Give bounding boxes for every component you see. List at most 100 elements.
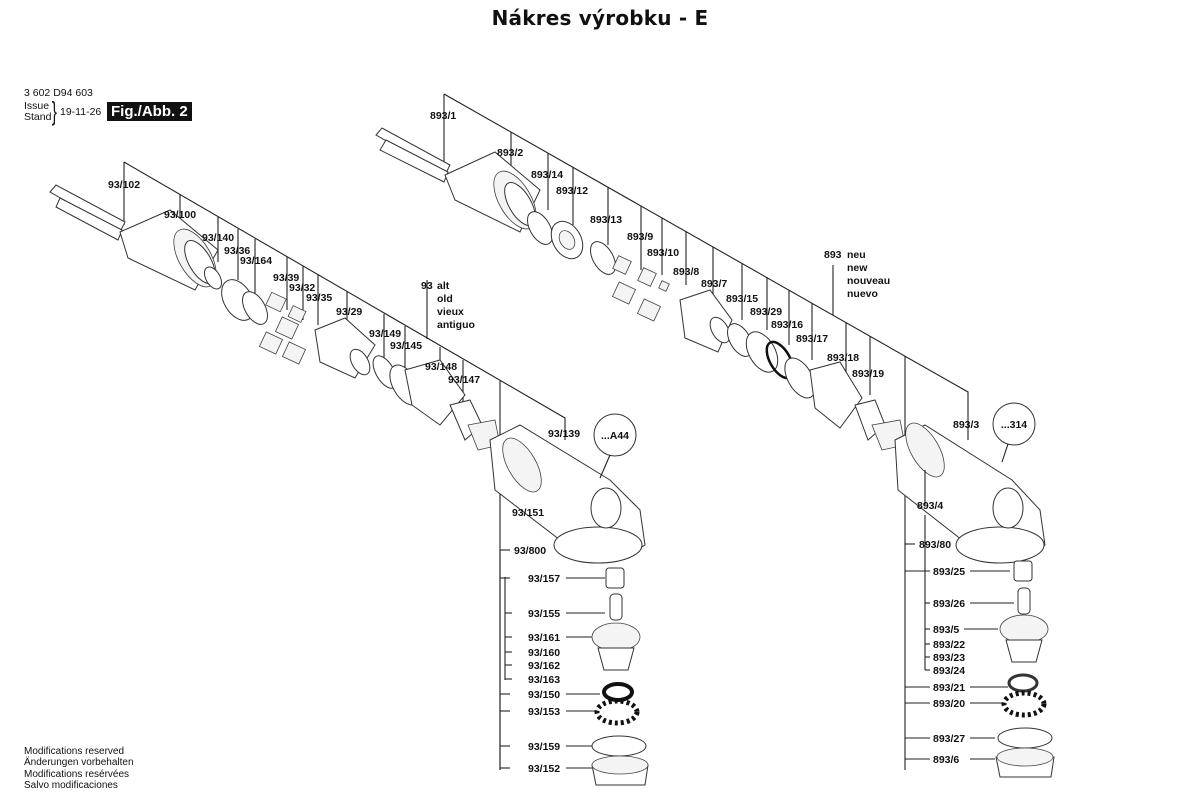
old-head-labels: 93/800 93/157 93/155 93/161 93/160 93/16…	[514, 545, 560, 775]
part-label: 93/155	[528, 608, 560, 620]
status-line: neu	[847, 249, 866, 261]
part-label: 93/140	[202, 232, 234, 244]
part-label: 93/32	[289, 282, 315, 294]
part-label: 93/102	[108, 179, 140, 191]
part-label: 893/13	[590, 214, 622, 226]
part-label: 893/6	[933, 754, 959, 766]
part-label: 893/2	[497, 147, 523, 159]
old-sleeve	[119, 209, 223, 291]
new-sleeve	[444, 151, 616, 275]
note-line: Modifications resérvées	[24, 768, 130, 780]
part-label: 893/5	[933, 624, 959, 636]
part-label: 893/20	[933, 698, 965, 710]
part-label: 893/17	[796, 333, 828, 345]
issue-date: 19-11-26	[60, 106, 102, 118]
status-line: alt	[437, 280, 450, 292]
new-gear-housing	[894, 422, 1046, 564]
modifications-note: Modifications reserved Änderungen vorbeh…	[24, 746, 134, 791]
part-label: 93/153	[528, 706, 560, 718]
part-label: 93/149	[369, 328, 401, 340]
part-label: 93/164	[240, 255, 272, 267]
part-label: 893/7	[701, 278, 727, 290]
old-callout-bubble: ...A44	[593, 413, 637, 479]
leader-line	[443, 93, 969, 440]
new-callout-bubble: ...314	[992, 402, 1036, 463]
new-assembly-label: 893 neu new nouveau nuevo	[824, 249, 890, 300]
status-line: old	[437, 293, 453, 305]
part-label: 93/159	[528, 741, 560, 753]
part-label: 893/9	[627, 231, 653, 243]
note-line: Salvo modificaciones	[24, 779, 118, 791]
issue-stand-labels: Issue Stand	[24, 101, 51, 123]
part-label: 893/80	[919, 539, 951, 551]
part-label: 93/152	[528, 763, 560, 775]
part-label: 893/23	[933, 652, 965, 664]
new-drive-shaft	[375, 127, 451, 183]
page-title: Nákres výrobku - E	[491, 6, 709, 30]
status-line: nuevo	[847, 288, 878, 300]
part-label: 893/15	[726, 293, 758, 305]
part-label: 93/157	[528, 573, 560, 585]
old-shaft-labels: 93/102 93/100 93/140 93/36 93/164 93/39 …	[108, 179, 580, 519]
part-label: 893/3	[953, 419, 979, 431]
stand-label: Stand	[24, 111, 52, 123]
old-drive-shaft	[49, 184, 126, 241]
status-line: nouveau	[847, 275, 890, 287]
old-spindle-parts	[372, 355, 501, 451]
status-line: antiguo	[437, 319, 475, 331]
part-label: 893/27	[933, 733, 965, 745]
note-line: Modifications reserved	[24, 746, 125, 757]
part-label: 93/100	[164, 209, 196, 221]
leader-line	[123, 161, 566, 440]
old-assembly-label: 93 alt old vieux antiguo	[421, 280, 475, 331]
part-label: 893/14	[531, 169, 563, 181]
assembly-number: 893	[824, 249, 842, 261]
part-label: 93/139	[548, 428, 580, 440]
part-label: 893/4	[917, 500, 943, 512]
part-label: 93/39	[273, 272, 299, 284]
part-label: 893/12	[556, 185, 588, 197]
part-label: 93/163	[528, 674, 560, 686]
assembly-new: ...314	[375, 93, 1055, 778]
part-label: 893/18	[827, 352, 859, 364]
part-label: 93/161	[528, 632, 560, 644]
old-planet-carrier	[314, 317, 376, 379]
callout-label: ...A44	[601, 430, 629, 442]
new-head-leaders	[905, 470, 1014, 760]
new-shaft-labels: 893/1 893/2 893/14 893/12 893/13 893/9 8…	[430, 110, 979, 512]
assembly-old: ...A44	[49, 161, 649, 786]
new-planet-carrier	[679, 289, 733, 353]
part-label: 893/8	[673, 266, 699, 278]
part-label: 893/1	[430, 110, 456, 122]
part-label: 893/26	[933, 598, 965, 610]
status-line: new	[847, 262, 868, 274]
part-label: 93/151	[512, 507, 544, 519]
part-label: 893/22	[933, 639, 965, 651]
new-head-parts	[995, 560, 1055, 778]
part-label: 93/150	[528, 689, 560, 701]
part-label: 893/19	[852, 368, 884, 380]
part-label: 93/35	[306, 292, 332, 304]
part-label: 93/36	[224, 245, 250, 257]
brace-icon: }	[51, 96, 57, 126]
callout-label: ...314	[1001, 419, 1027, 431]
part-label: 893/21	[933, 682, 965, 694]
part-label: 893/16	[771, 319, 803, 331]
note-line: Änderungen vorbehalten	[24, 757, 134, 769]
old-bearing-rings	[221, 279, 307, 365]
part-label: 93/145	[390, 340, 422, 352]
part-code: 3 602 D94 603	[24, 87, 93, 99]
part-label: 93/160	[528, 647, 560, 659]
part-label: 893/10	[647, 247, 679, 259]
part-label: 893/24	[933, 665, 965, 677]
part-label: 93/162	[528, 660, 560, 672]
part-label: 93/29	[336, 306, 362, 318]
part-label: 93/147	[448, 374, 480, 386]
old-head-parts	[591, 567, 649, 786]
old-gear-housing	[489, 424, 646, 564]
old-head-leaders	[499, 549, 605, 770]
part-label: 893/25	[933, 566, 965, 578]
new-head-labels: 893/80 893/25 893/26 893/5 893/22 893/23…	[919, 539, 965, 766]
figure-label: Fig./Abb. 2	[107, 102, 192, 121]
